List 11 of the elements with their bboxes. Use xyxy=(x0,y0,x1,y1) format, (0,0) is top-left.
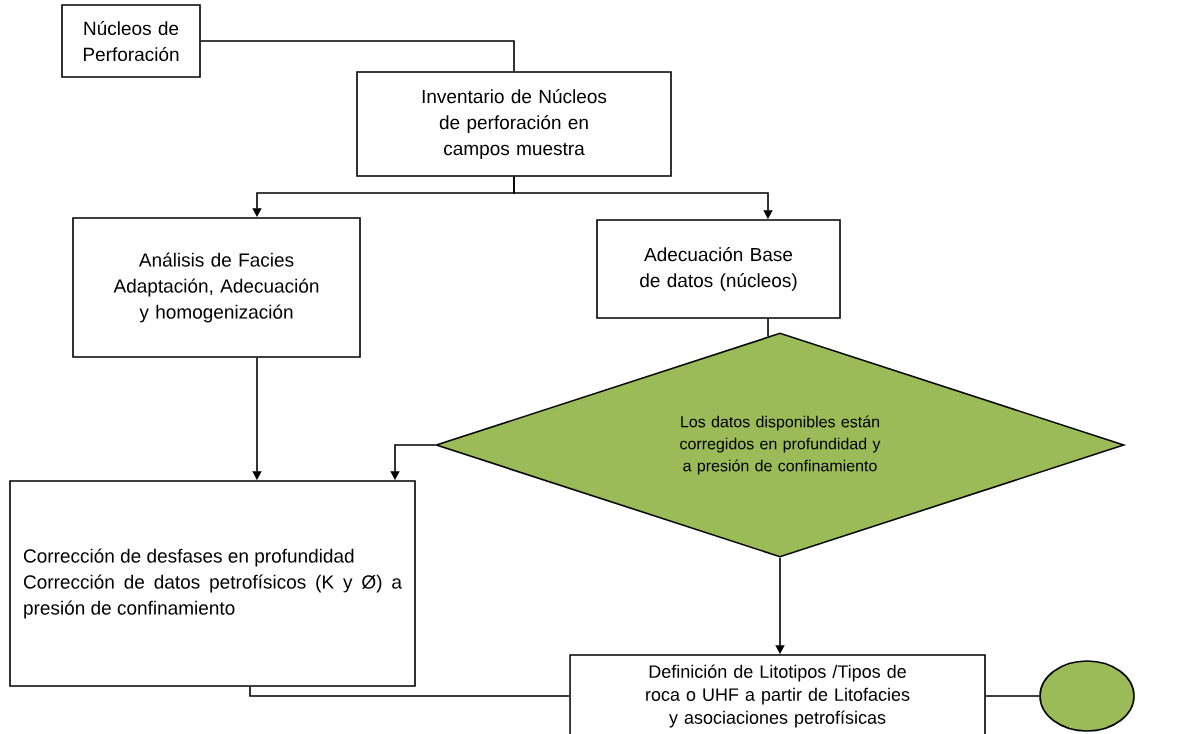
connector xyxy=(985,695,1040,697)
connector xyxy=(767,318,769,337)
process-box: Núcleos de Perforación xyxy=(61,4,201,78)
process-box: Inventario de Núcleos de perforación en campos muestra xyxy=(356,71,672,177)
process-box: Análisis de Facies Adaptación, Adecuación y homogenización xyxy=(72,217,361,358)
process-box: Adecuación Base de datos (núcleos) xyxy=(596,219,841,319)
process-box: Corrección de desfases en profundidad Corrección de datos petrofísicos (K y Ø) a presión de confinamiento xyxy=(9,480,416,687)
terminal-ellipse xyxy=(1039,660,1135,732)
process-box: Definición de Litotipos /Tipos de roca o UHF a partir de Litofacies y asociaciones petrofísicas xyxy=(569,654,986,734)
connector xyxy=(200,40,515,72)
connector xyxy=(249,686,570,697)
